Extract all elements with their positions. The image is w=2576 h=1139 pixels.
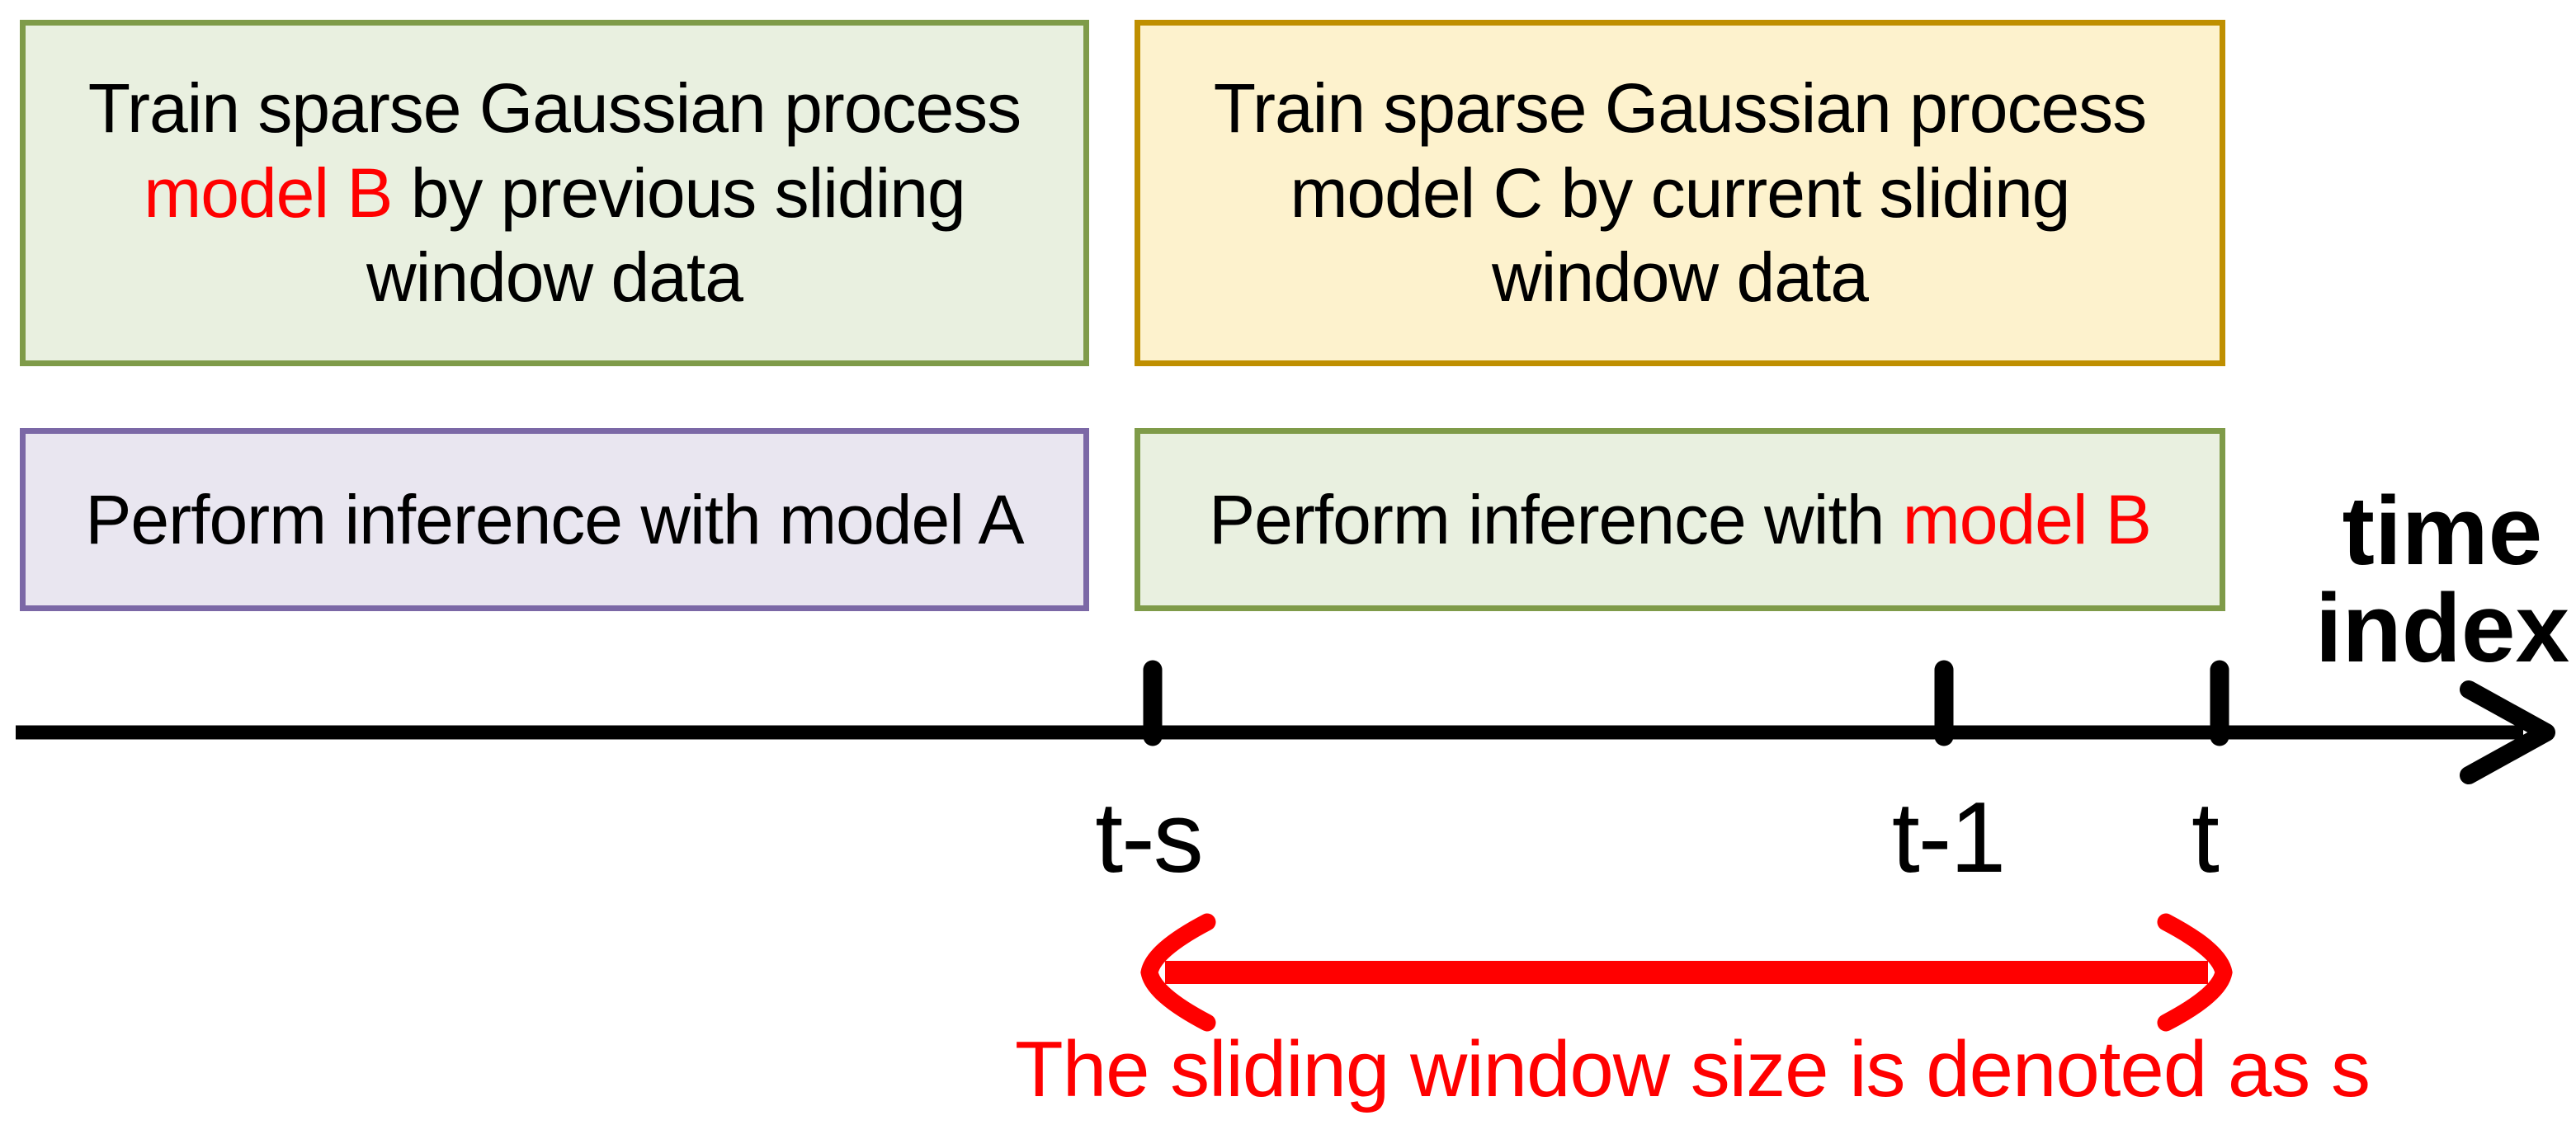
train-curr-line2: model C by current sliding xyxy=(1290,153,2070,232)
train-prev-line3: window data xyxy=(366,238,743,317)
infer-model-a-text: Perform inference with model A xyxy=(85,478,1024,562)
time-axis-arrowhead-icon xyxy=(2460,680,2555,784)
sliding-window-arrowhead-left-icon xyxy=(1140,913,1216,1032)
train-model-c-text: Train sparse Gaussian process model C by… xyxy=(1213,66,2147,319)
infer-model-b-text: Perform inference with model B xyxy=(1209,478,2152,562)
sliding-window-caption: The sliding window size is denoted as s xyxy=(1015,1025,2371,1113)
train-model-b-box: Train sparse Gaussian process model B by… xyxy=(20,20,1089,366)
infer-prev-text: Perform inference with model A xyxy=(85,480,1024,558)
train-model-b-text: Train sparse Gaussian process model B by… xyxy=(88,66,1021,319)
tick-label-t-s: t-s xyxy=(1095,781,1204,893)
time-index-label: time index xyxy=(2310,482,2574,677)
tick-label-t: t xyxy=(2191,781,2220,893)
train-curr-line1: Train sparse Gaussian process xyxy=(1213,69,2147,148)
model-b-highlight: model B xyxy=(144,153,393,232)
time-index-line1: time xyxy=(2342,477,2543,586)
infer-model-a-box: Perform inference with model A xyxy=(20,428,1089,611)
train-prev-line1: Train sparse Gaussian process xyxy=(87,69,1021,148)
infer-curr-prefix: Perform inference with xyxy=(1209,480,1903,558)
model-b-highlight-2: model B xyxy=(1902,480,2152,558)
train-prev-line2-rest: by previous sliding xyxy=(392,153,966,232)
train-model-c-box: Train sparse Gaussian process model C by… xyxy=(1135,20,2225,366)
sliding-window-arrowhead-right-icon xyxy=(2157,913,2233,1032)
time-index-line2: index xyxy=(2314,574,2570,683)
train-curr-line3: window data xyxy=(1492,238,1869,317)
tick-label-t-1: t-1 xyxy=(1891,781,2006,893)
infer-model-b-box: Perform inference with model B xyxy=(1135,428,2225,611)
